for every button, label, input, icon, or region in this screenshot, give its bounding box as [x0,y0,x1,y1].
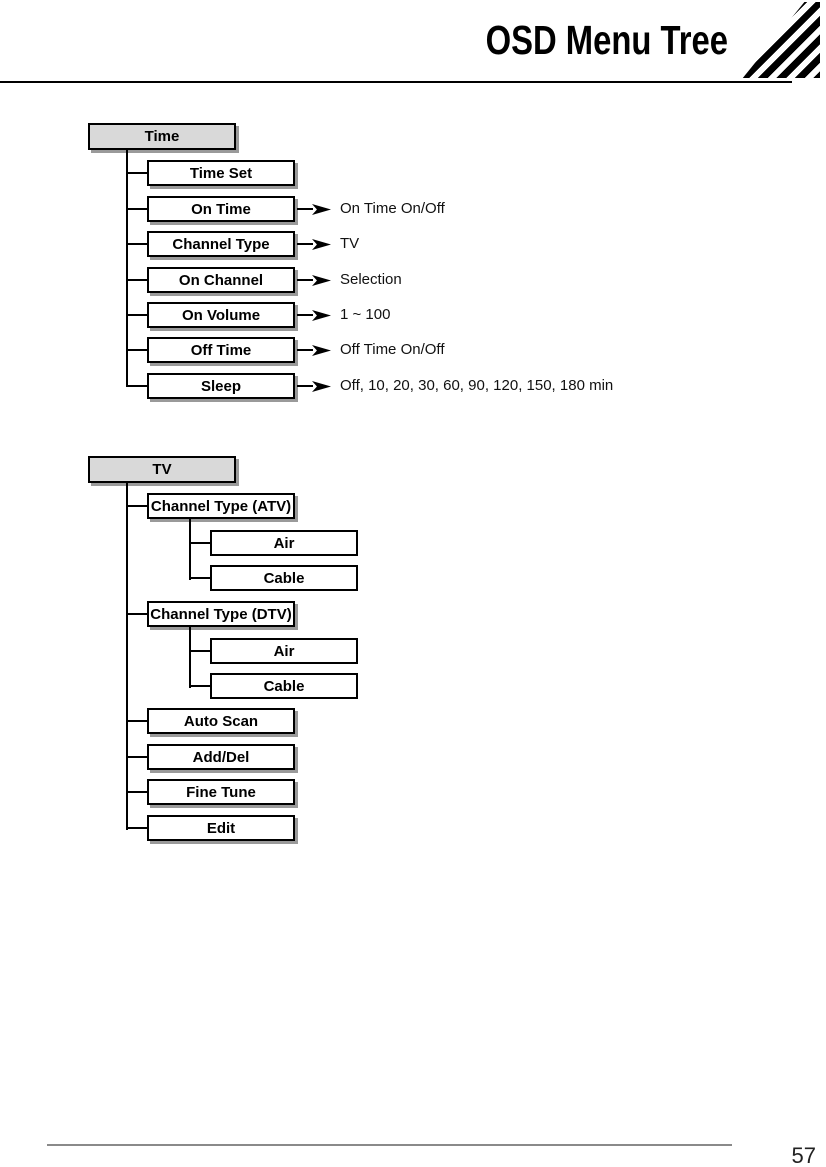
connector-line [189,542,210,544]
header-divider [0,81,792,83]
menu-item-on-volume: On Volume [147,302,295,328]
connector-line [126,385,147,387]
arrow-icon [312,310,331,321]
connector-line [189,650,210,652]
connector-line [126,314,147,316]
connector-line [189,627,191,688]
connector-line [126,505,147,507]
arrow-line [297,349,313,351]
connector-line [126,208,147,210]
menu-item-off-time: Off Time [147,337,295,363]
arrow-icon [312,381,331,392]
arrow-line [297,243,313,245]
connector-line [189,685,210,687]
connector-line [126,243,147,245]
menu-value: 1 ~ 100 [340,306,391,323]
menu-value: On Time On/Off [340,200,445,217]
menu-item-channel-type: Channel Type [147,231,295,257]
tree-root-time: Time [88,123,236,150]
submenu-item-cable: Cable [210,565,358,591]
arrow-icon [312,345,331,356]
connector-line [126,150,128,387]
menu-item-edit: Edit [147,815,295,841]
menu-item-add-del: Add/Del [147,744,295,770]
arrow-icon [312,275,331,286]
menu-item-on-channel: On Channel [147,267,295,293]
connector-line [126,172,147,174]
menu-value: Off, 10, 20, 30, 60, 90, 120, 150, 180 m… [340,377,614,394]
connector-line [126,483,128,830]
menu-item-fine-tune: Fine Tune [147,779,295,805]
menu-item-on-time: On Time [147,196,295,222]
menu-item-time-set: Time Set [147,160,295,186]
arrow-icon [312,239,331,250]
tree-root-tv: TV [88,456,236,483]
arrow-icon [312,204,331,215]
menu-value: Selection [340,271,402,288]
menu-value: Off Time On/Off [340,341,445,358]
connector-line [189,519,191,580]
arrow-line [297,385,313,387]
connector-line [126,827,147,829]
arrow-line [297,314,313,316]
page-number: 57 [791,1143,816,1167]
arrow-line [297,208,313,210]
connector-line [126,613,147,615]
arrow-line [297,279,313,281]
submenu-item-air: Air [210,530,358,556]
menu-item-auto-scan: Auto Scan [147,708,295,734]
connector-line [126,279,147,281]
connector-line [126,791,147,793]
footer-divider [47,1144,732,1146]
diagonal-stripes-decoration [742,2,820,78]
menu-item-channel-type-dtv: Channel Type (DTV) [147,601,295,627]
submenu-item-cable: Cable [210,673,358,699]
page-title: OSD Menu Tree [485,17,728,63]
submenu-item-air: Air [210,638,358,664]
connector-line [126,756,147,758]
menu-value: TV [340,235,360,252]
connector-line [126,720,147,722]
menu-item-sleep: Sleep [147,373,295,399]
connector-line [189,577,210,579]
connector-line [126,349,147,351]
menu-item-channel-type-atv: Channel Type (ATV) [147,493,295,519]
